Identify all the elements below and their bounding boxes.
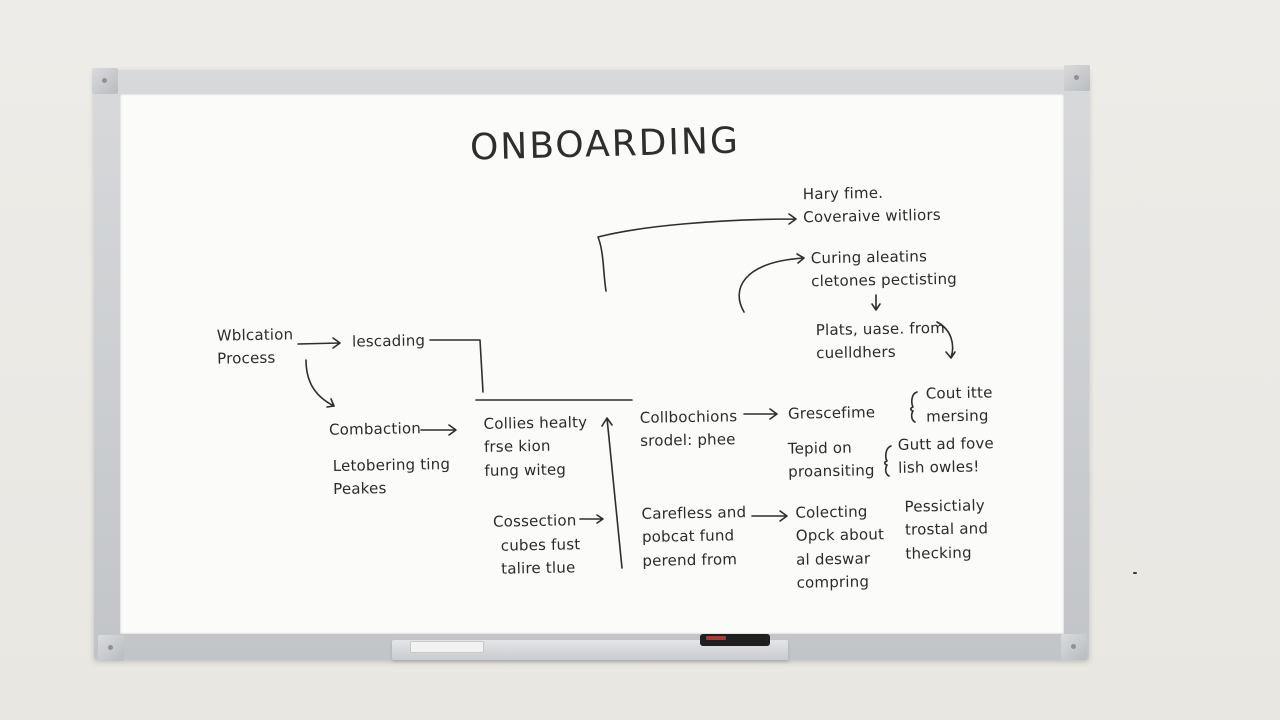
note-collies: Collies healty frse kion fung witeg — [483, 413, 588, 480]
note-plats: Plats, uase. from cuelldhers — [815, 318, 946, 363]
note-leading: lescading — [351, 331, 426, 351]
wall-mark — [1133, 572, 1137, 574]
note-cout: Cout itte mersing — [925, 383, 993, 426]
marker — [700, 634, 770, 646]
note-pessictialy: Pessictialy trostal and thecking — [904, 496, 989, 563]
note-gutt: Gutt ad fove lish owles! — [897, 434, 995, 478]
note-connection: Cossection — [492, 511, 577, 531]
eraser — [410, 641, 484, 653]
note-combaction: Combaction — [328, 419, 422, 439]
whiteboard-surface — [120, 94, 1064, 634]
note-grescefime: Grescefime — [787, 403, 876, 423]
marker-tray — [392, 640, 788, 660]
note-carefless: Carefless and pobcat fund perend from — [641, 503, 747, 570]
frame-corner-bottom-left — [98, 635, 124, 661]
note-collbochions: Collbochions srodel: phee — [639, 407, 738, 451]
note-letobering: Letobering ting Peakes — [332, 454, 451, 499]
frame-corner-bottom-right — [1061, 634, 1087, 660]
frame-corner-top-left — [92, 68, 118, 94]
note-hary: Hary fime. Coveraive witliors — [802, 183, 941, 227]
note-welcome-process: Wblcation Process — [216, 325, 294, 368]
frame-corner-top-right — [1064, 65, 1090, 91]
note-tepid: Tepid on proansiting — [787, 438, 875, 482]
note-colecting: Colecting Opck about al deswar compring — [795, 502, 885, 592]
note-cubes: cubes fust talire tlue — [500, 535, 581, 578]
note-curing: Curing aleatins cletones pectisting — [810, 247, 958, 291]
board-title: ONBOARDING — [469, 120, 741, 169]
